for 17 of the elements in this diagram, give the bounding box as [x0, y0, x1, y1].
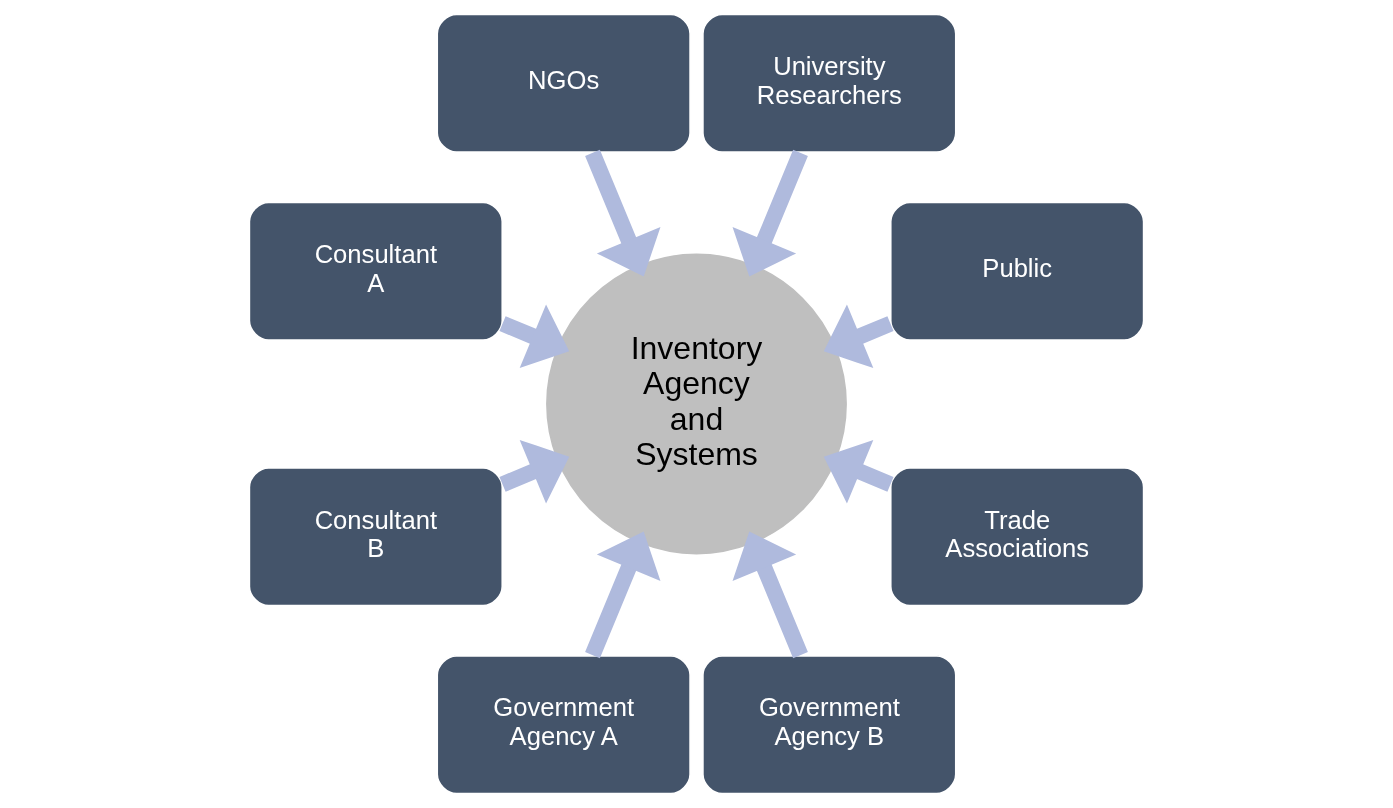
arrow [823, 304, 894, 369]
arrow [585, 149, 661, 277]
node-circle: Inventory Agency and Systems [546, 253, 847, 555]
arrow [499, 304, 570, 369]
arrow [499, 439, 570, 504]
node-box: Consultant A [248, 201, 504, 341]
node-box: Consultant B [248, 467, 504, 607]
node-box: Government Agency B [702, 655, 957, 795]
node-box: Trade Associations [889, 467, 1145, 607]
node-box: University Researchers [702, 13, 957, 153]
arrow [585, 531, 661, 659]
arrow [732, 149, 808, 277]
node-box: Government Agency A [436, 655, 691, 795]
node-box: NGOs [436, 13, 691, 153]
node-box: Public [889, 201, 1145, 341]
arrow [732, 531, 808, 659]
arrow [823, 439, 894, 504]
